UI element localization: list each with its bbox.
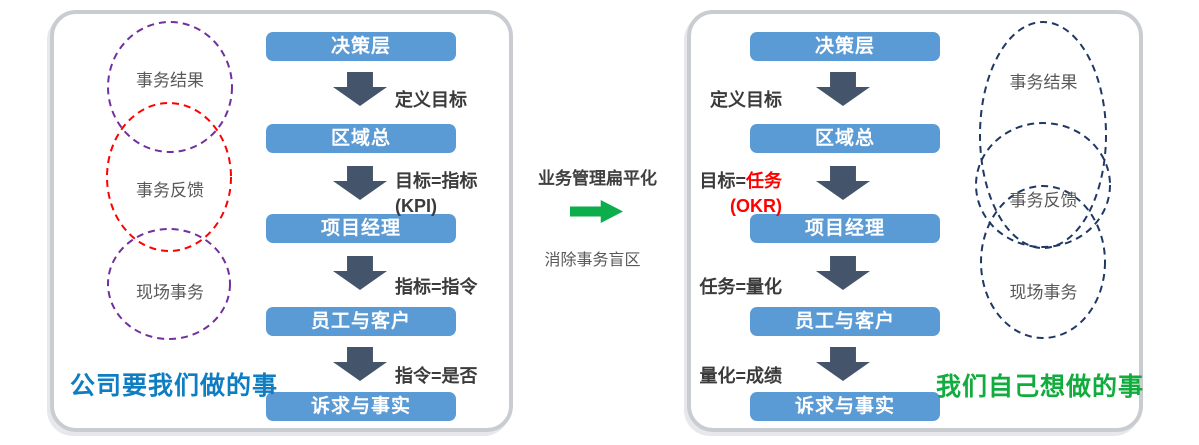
left-box-decision-layer: 决策层: [266, 32, 456, 61]
left-box-project-manager: 项目经理: [266, 214, 456, 243]
right-label-quantify-score: 量化=成绩: [699, 366, 782, 386]
left-box-appeals-facts: 诉求与事实: [266, 392, 456, 421]
left-caption: 公司要我们做的事: [70, 372, 279, 400]
right-circle-label-feedback: 事务反馈: [1009, 191, 1078, 210]
right-label-okr-sub: (OKR): [730, 196, 782, 216]
right-label-define-goal: 定义目标: [710, 90, 782, 110]
left-label-order-yesno: 指令=是否: [395, 366, 478, 386]
right-label-task-quantify: 任务=量化: [699, 277, 782, 297]
right-box-staff-customers: 员工与客户: [750, 307, 940, 336]
left-circle-label-results: 事务结果: [136, 71, 204, 90]
middle-subtitle: 消除事务盲区: [544, 252, 641, 269]
left-label-kpi-sub: (KPI): [395, 196, 437, 216]
right-label-task-highlight: 任务: [746, 171, 782, 191]
right-box-decision-layer: 决策层: [750, 32, 940, 61]
right-box-project-manager: 项目经理: [750, 214, 940, 243]
left-label-kpi-order: 指标=指令: [395, 277, 478, 297]
right-label-goal-prefix: 目标=: [699, 171, 746, 191]
left-label-define-goal: 定义目标: [395, 90, 467, 110]
middle-title: 业务管理扁平化: [538, 169, 657, 188]
right-box-appeals-facts: 诉求与事实: [750, 392, 940, 421]
left-box-staff-customers: 员工与客户: [266, 307, 456, 336]
left-label-goal-kpi: 目标=指标: [395, 171, 478, 191]
right-circle-label-field: 现场事务: [1009, 283, 1078, 302]
left-panel-frame: [50, 10, 513, 432]
right-panel-frame: [687, 10, 1143, 432]
right-caption: 我们自己想做的事: [936, 373, 1145, 401]
right-label-goal-task: 目标=任务: [660, 167, 782, 193]
right-circle-label-results: 事务结果: [1009, 73, 1078, 92]
right-box-regional-head: 区域总: [750, 124, 940, 153]
left-box-regional-head: 区域总: [266, 124, 456, 153]
left-circle-label-feedback: 事务反馈: [136, 181, 204, 200]
right-arrow-icon: [570, 200, 623, 223]
left-circle-label-field: 现场事务: [136, 283, 204, 302]
